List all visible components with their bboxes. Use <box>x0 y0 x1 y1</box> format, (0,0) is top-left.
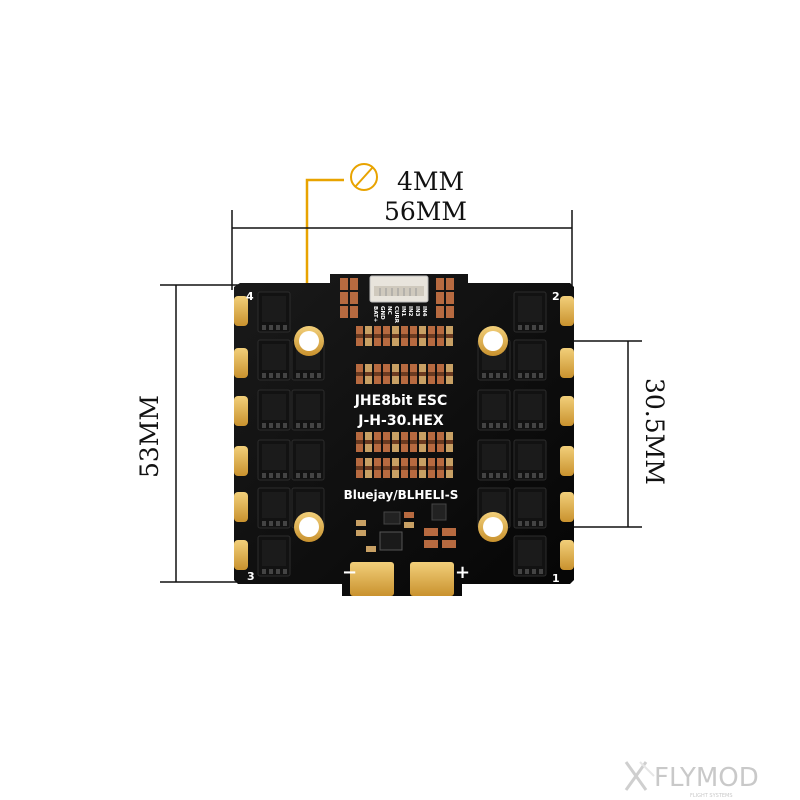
mosfet <box>513 535 547 577</box>
brand-name: FLYMOD <box>654 763 759 793</box>
signal-connector <box>369 275 429 303</box>
pin-label: IN4 <box>421 306 427 317</box>
pin-label: IN2 <box>407 306 413 317</box>
resistor <box>446 278 454 290</box>
mount-spacing-label: 30.5MM <box>640 378 669 485</box>
battery-minus-label: − <box>342 562 357 583</box>
mosfet <box>291 439 325 481</box>
resistor <box>446 292 454 304</box>
mosfet <box>257 339 291 381</box>
mosfet <box>477 439 511 481</box>
resistor-array <box>356 326 453 478</box>
pin-label: IN3 <box>414 306 420 317</box>
flymod-logo-icon <box>624 761 655 791</box>
hole-diameter-callout: 4MM <box>305 163 464 330</box>
mosfet <box>257 389 291 431</box>
motor-pad-label-4: 4 <box>246 290 254 303</box>
mosfet <box>513 389 547 431</box>
width-dimension: 56MM <box>231 197 573 290</box>
resistor <box>436 292 444 304</box>
brand-tagline: FLIGHT SYSTEMS <box>690 793 733 799</box>
height-dimension: 53MM <box>135 284 272 583</box>
mosfet <box>257 439 291 481</box>
motor-pad-label-2: 2 <box>552 290 560 303</box>
top-resistors <box>340 278 454 318</box>
resistor <box>340 278 348 290</box>
pin-label: BAT+ <box>372 306 378 323</box>
resistor <box>436 306 444 318</box>
motor-pad-label-3: 3 <box>247 570 255 583</box>
connector-pin-labels: BAT+ GND NC CURR IN1 IN2 IN3 IN4 <box>372 306 427 324</box>
mosfet <box>513 439 547 481</box>
mosfet <box>257 291 291 333</box>
hole-diameter-label: 4MM <box>397 167 464 196</box>
pin-label: CURR <box>393 306 399 324</box>
mosfet <box>477 389 511 431</box>
side-pads-left <box>234 296 248 570</box>
resistor <box>436 278 444 290</box>
mosfet <box>513 487 547 529</box>
side-pads-right <box>560 296 574 570</box>
resistor <box>340 292 348 304</box>
battery-plus-label: + <box>455 562 470 583</box>
pin-label: IN1 <box>400 306 406 317</box>
firmware-hex-label: J-H-30.HEX <box>357 413 444 429</box>
height-label: 53MM <box>135 395 164 478</box>
resistor <box>350 292 358 304</box>
mosfet <box>257 487 291 529</box>
brand-watermark: FLYMOD FLIGHT SYSTEMS <box>624 761 759 799</box>
mosfet <box>291 389 325 431</box>
mosfet <box>513 291 547 333</box>
power-pads: − + <box>342 562 470 596</box>
pin-label: NC <box>386 306 392 315</box>
resistor <box>446 306 454 318</box>
resistor <box>350 278 358 290</box>
mount-spacing-dimension: 30.5MM <box>493 340 669 528</box>
pin-label: GND <box>379 306 385 320</box>
board-model-label: JHE8bit ESC <box>354 393 448 409</box>
mosfet <box>513 339 547 381</box>
resistor <box>350 306 358 318</box>
esc-board: BAT+ GND NC CURR IN1 IN2 IN3 IN4 JHE8bit… <box>234 274 574 596</box>
firmware-label: Bluejay/BLHELI-S <box>344 488 459 502</box>
motor-pad-label-1: 1 <box>552 572 560 585</box>
mount-holes <box>294 326 508 542</box>
diameter-symbol-icon <box>350 163 378 191</box>
width-label: 56MM <box>384 197 467 226</box>
mosfet <box>257 535 291 577</box>
resistor <box>340 306 348 318</box>
lower-components <box>356 503 456 552</box>
